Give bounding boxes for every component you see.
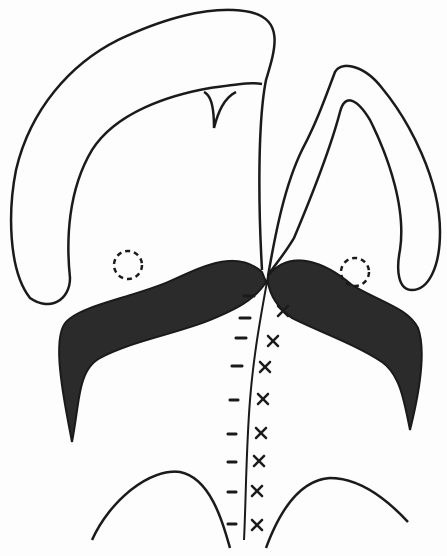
- left-outline-flap: [11, 10, 274, 304]
- bottom-left-curve: [92, 472, 230, 548]
- cross-marker: [252, 520, 262, 530]
- right-outline-flap: [268, 66, 440, 290]
- cross-marker: [254, 456, 264, 466]
- left-dashed-circle: [114, 251, 142, 279]
- left-flap-notch: [204, 92, 236, 128]
- cross-marker: [256, 428, 266, 438]
- cross-marker: [258, 394, 268, 404]
- cross-marker: [252, 486, 262, 496]
- cross-marker: [260, 362, 270, 372]
- central-suture-line: [244, 276, 268, 540]
- right-dark-lobe: [268, 260, 422, 430]
- cross-marker: [268, 336, 278, 346]
- left-dark-lobe: [59, 261, 266, 442]
- bottom-right-curve: [266, 478, 408, 548]
